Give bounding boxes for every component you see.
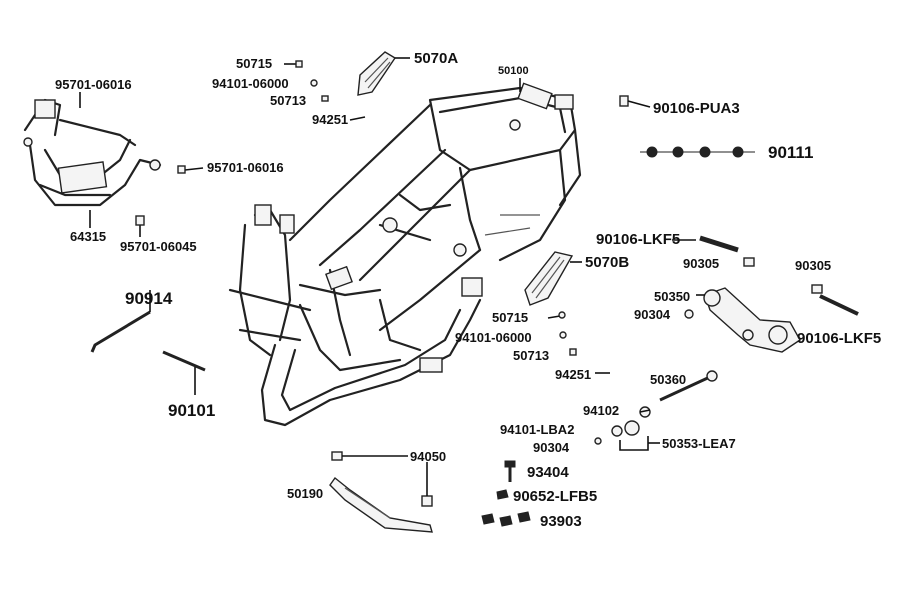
main-frame bbox=[228, 82, 582, 427]
label-90652-LFB5: 90652-LFB5 bbox=[513, 488, 598, 505]
label-5070B: 5070B bbox=[585, 254, 630, 271]
label-94101-06000-a: 94101-06000 bbox=[212, 76, 289, 91]
rod-90101 bbox=[162, 350, 206, 372]
label-93404: 93404 bbox=[527, 464, 569, 481]
label-90304-a: 90304 bbox=[634, 307, 671, 322]
nut-90305-b bbox=[811, 284, 823, 294]
bolt-90106-PUA3 bbox=[619, 95, 651, 108]
label-50713-b: 50713 bbox=[513, 348, 550, 363]
label-90101: 90101 bbox=[168, 401, 216, 420]
label-90106-LKF5-a: 90106-LKF5 bbox=[596, 231, 681, 248]
label-95701-06016-b: 95701-06016 bbox=[207, 160, 284, 175]
label-50360: 50360 bbox=[650, 372, 687, 387]
rod-50360 bbox=[659, 370, 718, 402]
label-94050: 94050 bbox=[410, 449, 447, 464]
label-90111: 90111 bbox=[768, 143, 814, 162]
bolt-94050-a bbox=[331, 451, 343, 461]
stay-50190 bbox=[329, 476, 433, 533]
label-95701-06045: 95701-06045 bbox=[120, 239, 197, 254]
engine-hanger-50350 bbox=[703, 287, 801, 353]
label-50190: 50190 bbox=[287, 486, 324, 501]
label-94101-LBA2: 94101-LBA2 bbox=[500, 422, 575, 437]
cover-5070A bbox=[357, 51, 396, 96]
label-64315: 64315 bbox=[70, 229, 107, 244]
nut-90305-a bbox=[743, 257, 755, 267]
bolt-94050-b bbox=[421, 495, 433, 507]
label-50100: 50100 bbox=[498, 65, 529, 77]
nut-90304-a bbox=[684, 309, 694, 319]
label-5070A: 5070A bbox=[414, 50, 459, 67]
bracket-assembly-64315 bbox=[23, 98, 162, 207]
small-bolts-lower bbox=[547, 311, 577, 356]
label-50715-b: 50715 bbox=[492, 310, 529, 325]
label-93903: 93903 bbox=[540, 513, 582, 530]
label-50713-a: 50713 bbox=[270, 93, 307, 108]
label-94251-a: 94251 bbox=[312, 112, 349, 127]
label-94101-06000-b: 94101-06000 bbox=[455, 330, 532, 345]
bolt-90106-LKF5-b bbox=[819, 294, 859, 316]
bolt-90106-LKF5-a bbox=[699, 235, 739, 253]
bolt-93404 bbox=[504, 460, 516, 482]
label-50715-a: 50715 bbox=[236, 56, 273, 71]
bushing-group bbox=[594, 406, 660, 451]
hardware-upper bbox=[284, 60, 366, 121]
label-90305-a: 90305 bbox=[683, 256, 720, 271]
clip-90652 bbox=[496, 489, 509, 500]
label-90914: 90914 bbox=[125, 289, 173, 308]
label-95701-06016-a: 95701-06016 bbox=[55, 77, 132, 92]
label-94251-b: 94251 bbox=[555, 367, 592, 382]
screws-93903 bbox=[481, 511, 531, 527]
rod-90914 bbox=[90, 310, 151, 353]
label-90304-b: 90304 bbox=[533, 440, 570, 455]
label-94102: 94102 bbox=[583, 403, 620, 418]
label-90106-PUA3: 90106-PUA3 bbox=[653, 100, 740, 117]
bolt-set-90111 bbox=[640, 146, 755, 158]
leader-lines bbox=[79, 57, 705, 413]
cover-5070B bbox=[524, 251, 574, 306]
label-90305-b: 90305 bbox=[795, 258, 832, 273]
label-50350: 50350 bbox=[654, 289, 691, 304]
label-50353-LEA7: 50353-LEA7 bbox=[662, 436, 736, 451]
label-90106-LKF5-b: 90106-LKF5 bbox=[797, 330, 882, 347]
